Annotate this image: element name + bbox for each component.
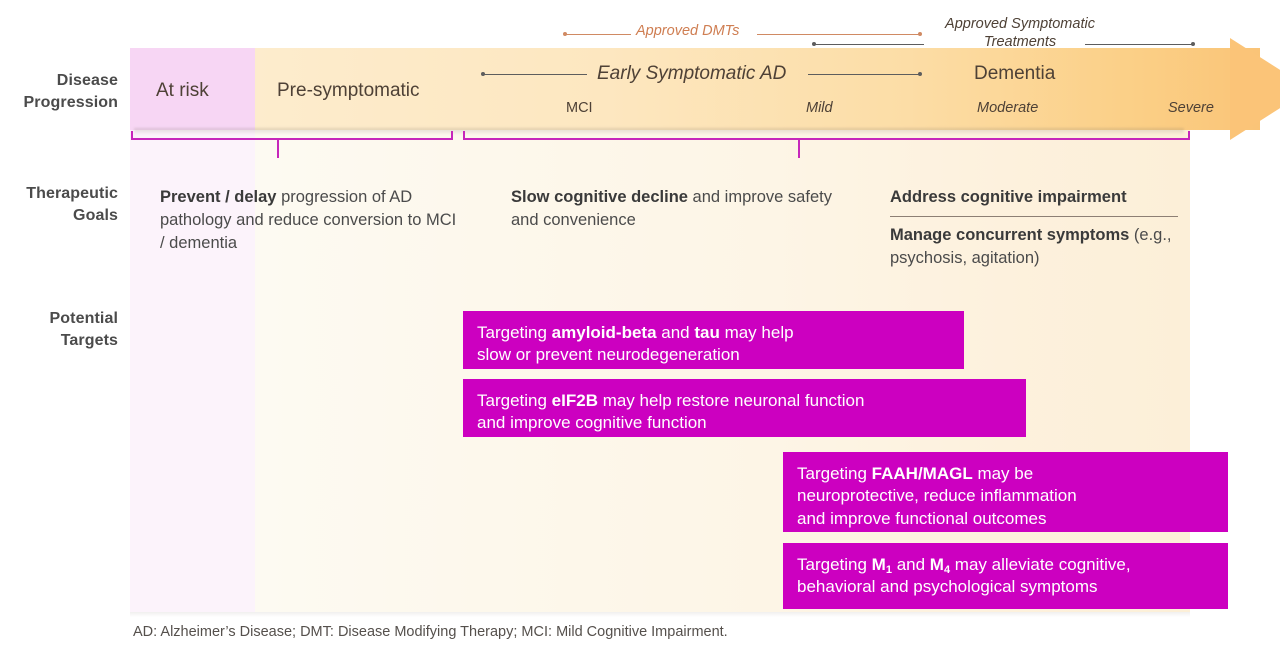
therapeutic-goal-manage-symptoms: Manage concurrent symptoms (e.g., psycho… [890, 224, 1190, 270]
goal-4-bold: Manage concurrent symptoms [890, 226, 1130, 244]
goal-1-rest: progression of AD pathology and reduce c… [160, 188, 457, 252]
bracket-left-end-tick [451, 131, 453, 140]
approved-dmts-label: Approved DMTs [636, 23, 740, 39]
band-at-risk [130, 130, 255, 612]
approved-symptomatic-line2: Treatments [983, 34, 1057, 51]
therapeutic-goal-slow-decline: Slow cognitive decline and improve safet… [511, 186, 841, 232]
goal-3-bold: Address cognitive impairment [890, 188, 1127, 206]
substage-label-severe: Severe [1168, 100, 1214, 116]
early-symptomatic-right-dot [918, 72, 922, 76]
approved-dmts-right-dot [918, 32, 922, 36]
early-symptomatic-left-line [483, 73, 587, 75]
arrow-body [130, 48, 1260, 130]
bands-bottom-shadow [130, 612, 1190, 617]
goal-1-bold: Prevent / delay [160, 188, 277, 206]
disease-progression-arrow [130, 38, 1280, 140]
bracket-left-start-tick [131, 131, 133, 140]
substage-label-moderate: Moderate [977, 100, 1039, 116]
arrow-segment-gradient [255, 48, 1260, 130]
goal-4-rest: (e.g., psychosis, agitation) [890, 226, 1172, 267]
bracket-left-top [131, 138, 453, 140]
stage-label-pre-symptomatic: Pre-symptomatic [277, 80, 420, 101]
goal-2-bold: Slow cognitive decline [511, 188, 688, 206]
arrow-drop-shadow [134, 128, 1184, 135]
bracket-right-top [463, 138, 1190, 140]
footnote-abbreviations: AD: Alzheimer’s Disease; DMT: Disease Mo… [133, 624, 728, 640]
stage-label-at-risk: At risk [156, 80, 209, 101]
early-symptomatic-right-line [808, 73, 920, 75]
symptomatic-left-line [814, 43, 924, 45]
therapeutic-goal-divider [890, 216, 1178, 217]
therapeutic-goal-address-impairment: Address cognitive impairment [890, 186, 1190, 209]
therapeutic-goal-prevent-delay: Prevent / delay progression of AD pathol… [160, 186, 460, 254]
bracket-right-start-tick [463, 131, 465, 140]
bracket-left-drop [277, 138, 279, 158]
approved-dmts-left-line [565, 33, 631, 35]
symptomatic-right-dot [1191, 42, 1195, 46]
approved-dmts-right-line [757, 33, 919, 35]
target-box-eif2b[interactable]: Targeting eIF2B may help restore neurona… [463, 379, 1026, 437]
symptomatic-right-line [1085, 43, 1193, 45]
approved-symptomatic-line1: Approved Symptomatic [945, 16, 1095, 32]
stage-label-early-symptomatic-ad: Early Symptomatic AD [597, 63, 787, 84]
goal-2-rest: and improve safety and convenience [511, 188, 832, 229]
target-box-m1-m4[interactable]: Targeting M1 and M4 may alleviate cognit… [783, 543, 1228, 609]
substage-label-mild: Mild [806, 100, 833, 116]
bracket-right-end-tick [1188, 131, 1190, 140]
arrow-head-icon [1230, 38, 1280, 140]
bracket-right-drop [798, 138, 800, 158]
substage-label-mci: MCI [566, 100, 593, 116]
arrow-segment-at-risk [130, 48, 255, 130]
stage-label-dementia: Dementia [974, 63, 1056, 84]
